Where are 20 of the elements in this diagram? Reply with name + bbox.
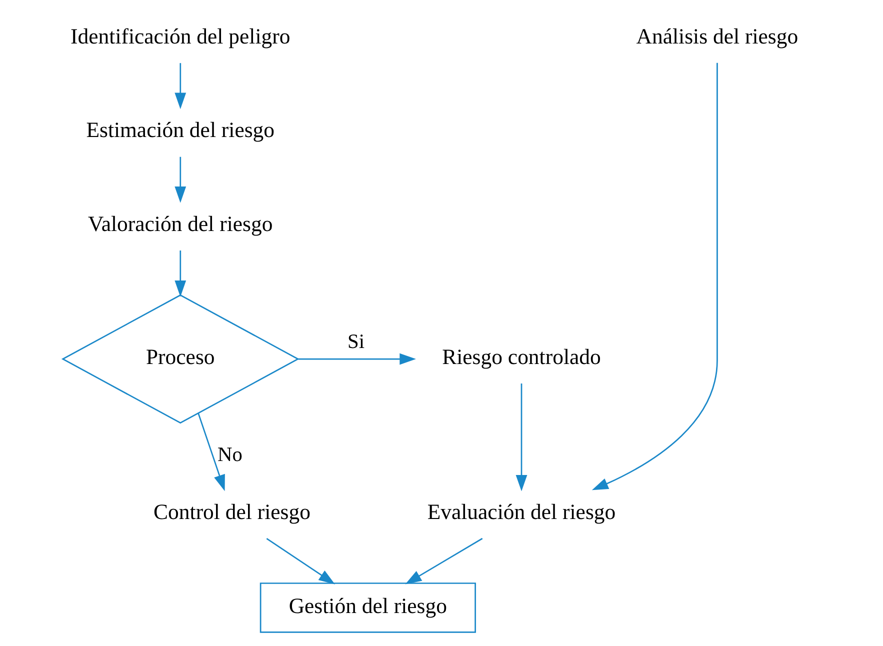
node-text: Evaluación del riesgo bbox=[426, 500, 616, 524]
node-text: Estimación del riesgo bbox=[86, 118, 274, 142]
node-text: Análisis del riesgo bbox=[636, 24, 798, 48]
node-text: Valoración del riesgo bbox=[88, 212, 272, 236]
node-text: Identificación del peligro bbox=[70, 24, 290, 48]
arrow bbox=[591, 62, 718, 490]
arrow bbox=[174, 250, 186, 297]
arrow bbox=[404, 538, 482, 584]
arrow bbox=[174, 63, 186, 110]
node-box: Gestión del riesgo bbox=[259, 582, 476, 633]
node-diamond: Proceso bbox=[60, 294, 299, 424]
edge-label: Si bbox=[347, 331, 364, 354]
edge-label: No bbox=[217, 444, 242, 466]
arrow bbox=[266, 538, 335, 584]
arrow bbox=[515, 384, 527, 492]
arrow bbox=[197, 412, 224, 492]
node-text: Riesgo controlado bbox=[442, 345, 600, 370]
arrow bbox=[298, 353, 416, 365]
node-text: Control del riesgo bbox=[153, 500, 310, 524]
arrow bbox=[174, 156, 186, 203]
